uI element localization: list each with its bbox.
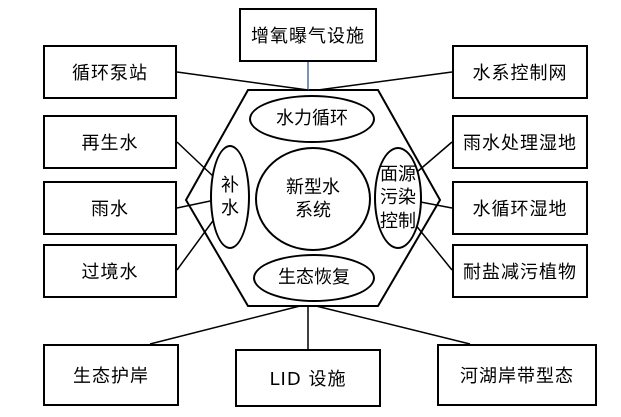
connector-bottom-3: [315, 305, 471, 345]
left-oval-char-2: 水: [221, 198, 239, 219]
water-circulation-wetland-box: 水循环湿地: [452, 181, 588, 235]
riverbank-morphology-box: 河湖岸带型态: [437, 344, 597, 406]
connector-left-3: [176, 199, 216, 209]
new-water-system-oval: 新型水 系统: [255, 147, 371, 251]
connector-left-4: [176, 217, 216, 271]
ecological-revetment-box: 生态护岸: [43, 344, 179, 406]
water-control-network-box: 水系控制网: [452, 45, 588, 99]
hexagon-frame: [184, 89, 442, 307]
lid-facility-box: LID 设施: [235, 349, 381, 407]
transit-water-box: 过境水: [43, 244, 177, 298]
center-oval-line-2: 系统: [295, 200, 331, 221]
nonpoint-pollution-control-oval: 面源 污染 控制: [374, 147, 422, 249]
water-replenishment-oval: 补 水: [210, 145, 250, 249]
hydraulic-circulation-oval: 水力循环: [249, 95, 375, 143]
rainwater-box: 雨水: [43, 181, 177, 235]
aeration-facility-box: 增氧曝气设施: [239, 8, 377, 62]
right-oval-line-2: 污染: [380, 187, 416, 209]
connector-bottom-1: [149, 305, 301, 345]
rainwater-treatment-wetland-box: 雨水处理湿地: [452, 115, 588, 169]
circulation-pump-station-box: 循环泵站: [43, 45, 177, 99]
right-oval-line-3: 控制: [380, 210, 416, 232]
reclaimed-water-box: 再生水: [43, 115, 177, 169]
right-oval-line-1: 面源: [380, 163, 416, 185]
ecological-restoration-oval: 生态恢复: [253, 254, 375, 302]
connector-left-1: [176, 71, 309, 91]
salt-tolerant-plants-box: 耐盐减污植物: [452, 244, 588, 298]
connector-right-1: [317, 71, 453, 91]
left-oval-char-1: 补: [221, 174, 239, 196]
connector-left-2: [176, 141, 216, 179]
center-oval-line-1: 新型水: [286, 176, 340, 198]
